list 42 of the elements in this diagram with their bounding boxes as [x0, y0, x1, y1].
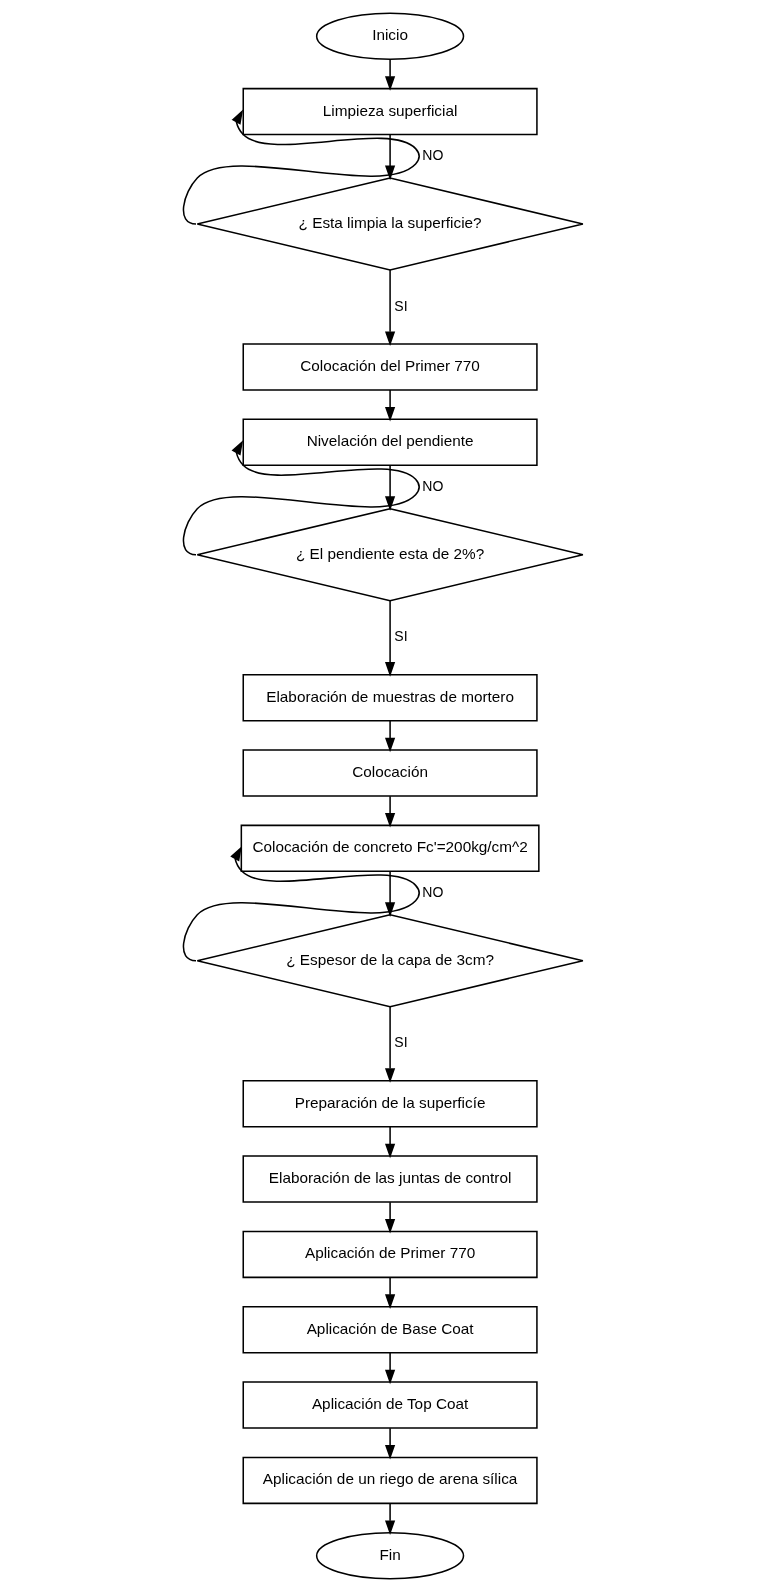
- node-ellipse: Inicio: [315, 12, 464, 60]
- arrow: [182, 846, 420, 962]
- node-box: Elaboración de las juntas de control: [242, 1155, 538, 1203]
- node-diamond: ¿ El pendiente esta de 2%?: [196, 507, 584, 602]
- arrow: [384, 871, 395, 917]
- edge-label: SI: [393, 297, 408, 314]
- arrow: [384, 795, 395, 828]
- node-box: Aplicación de un riego de arena sílica: [242, 1456, 538, 1505]
- arrow: [384, 269, 395, 346]
- node-box: Aplicación de Top Coat: [242, 1381, 538, 1429]
- node-box: Aplicación de Primer 770: [242, 1230, 538, 1279]
- edge-label: NO: [421, 883, 443, 900]
- arrow: [384, 1352, 395, 1385]
- arrow: [384, 1427, 395, 1460]
- node-box: Elaboración de muestras de mortero: [242, 673, 538, 722]
- node-box: Colocación de concreto Fc'=200kg/cm^2: [240, 824, 540, 873]
- arrow: [384, 600, 395, 677]
- edge-label: NO: [421, 146, 443, 163]
- arrow: [384, 389, 395, 422]
- arrow: [384, 1502, 395, 1535]
- arrow: [384, 1276, 395, 1309]
- node-box: Colocación del Primer 770: [242, 343, 538, 391]
- node-box: Nivelación del pendiente: [242, 418, 538, 467]
- arrow: [384, 1126, 395, 1159]
- node-box: Limpieza superficial: [242, 87, 538, 136]
- edge-label: NO: [421, 477, 443, 494]
- arrow: [384, 134, 395, 181]
- arrow: [384, 58, 395, 91]
- arrow: [384, 465, 395, 511]
- arrow: [182, 440, 420, 556]
- node-diamond: ¿ Esta limpia la superficie?: [196, 177, 584, 271]
- node-ellipse: Fin: [315, 1532, 464, 1580]
- arrow: [384, 720, 395, 753]
- node-box: Colocación: [242, 749, 538, 797]
- node-box: Aplicación de Base Coat: [242, 1305, 538, 1354]
- arrow: [182, 109, 420, 225]
- node-box: Preparación de la superficíe: [242, 1079, 538, 1128]
- edge-label: SI: [393, 1034, 408, 1051]
- edge-label: SI: [393, 628, 408, 645]
- arrow: [384, 1201, 395, 1234]
- node-diamond: ¿ Espesor de la capa de 3cm?: [196, 913, 584, 1008]
- arrow: [384, 1006, 395, 1083]
